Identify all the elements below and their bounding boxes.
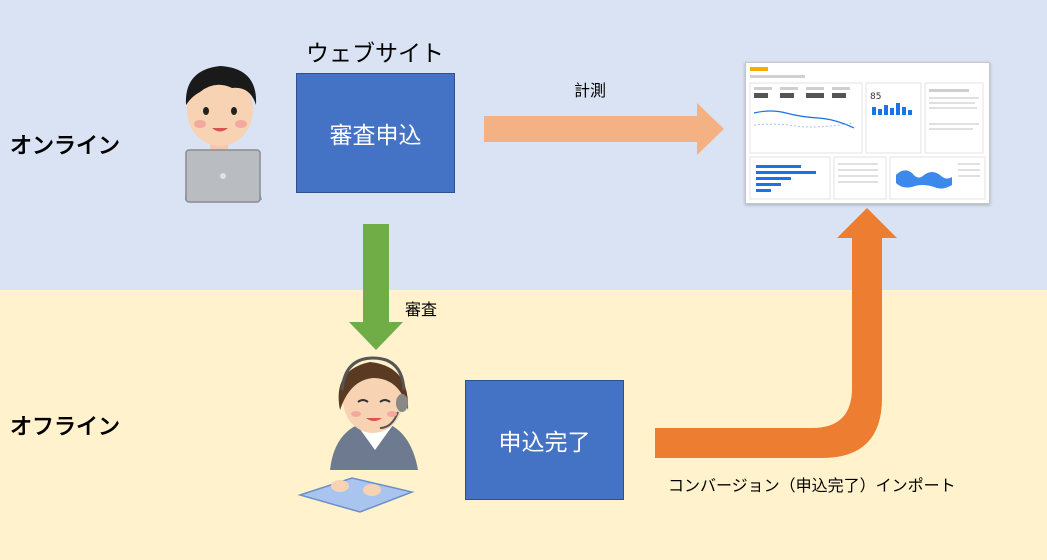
measure-label: 計測: [574, 81, 607, 100]
completion-box: 申込完了: [465, 380, 624, 500]
call-center-operator-icon: [297, 356, 418, 513]
review-label: 審査: [405, 300, 438, 319]
website-caption: ウェブサイト: [306, 41, 444, 67]
measure-arrow: [484, 103, 724, 155]
offline-label: オフライン: [10, 415, 121, 440]
dashboard-metric-value: 85: [870, 92, 881, 102]
online-label: オンライン: [10, 134, 121, 159]
import-arrow: [655, 208, 897, 458]
import-label: コンバージョン（申込完了）インポート: [668, 476, 956, 495]
person-with-laptop-icon: [185, 66, 262, 203]
review-arrow: [349, 224, 403, 350]
application-box: 審査申込: [296, 73, 455, 193]
analytics-dashboard-graphic: 85: [749, 67, 986, 200]
analytics-dashboard-thumbnail: 85: [745, 62, 990, 204]
